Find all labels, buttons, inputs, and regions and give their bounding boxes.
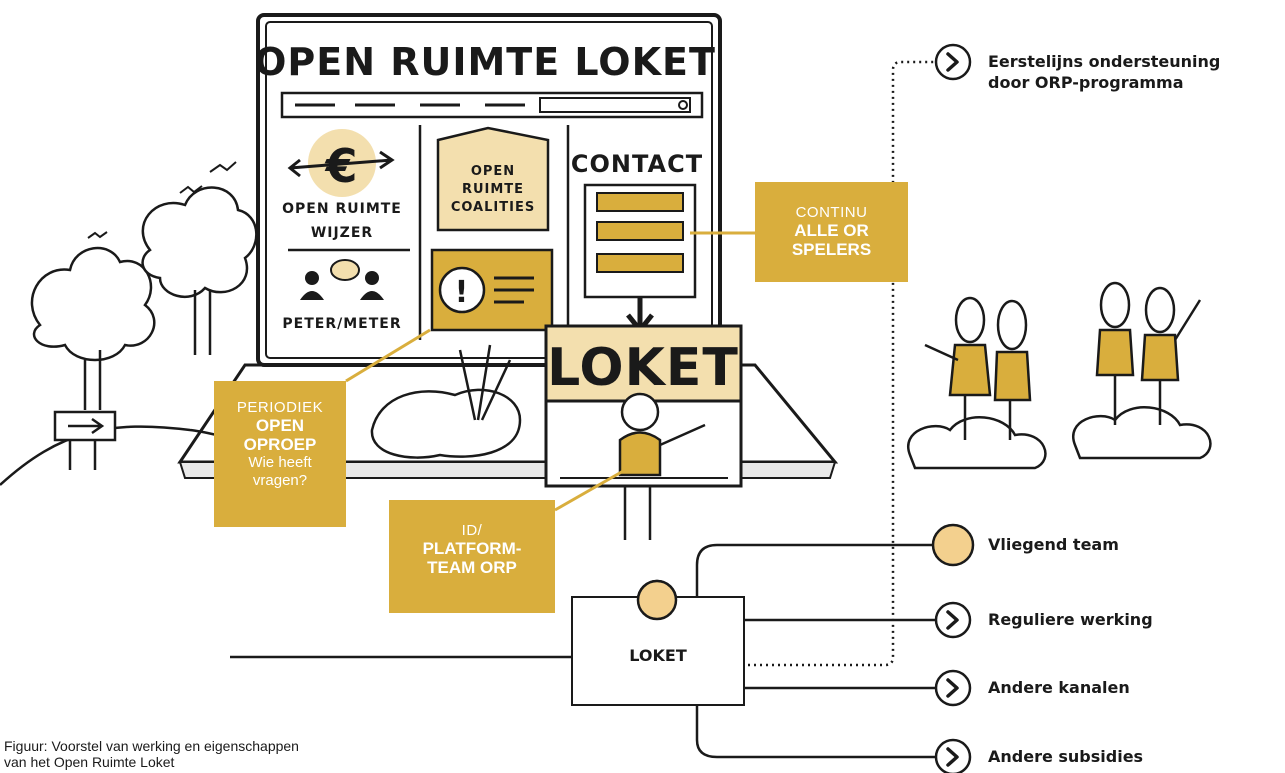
map-blob — [370, 388, 522, 459]
callout-periodiek-bold2: OPROEP — [243, 435, 317, 454]
periodiek-connector — [345, 328, 431, 383]
chevron-circle-icon — [934, 601, 972, 639]
output-reguliere-werking: Reguliere werking — [988, 610, 1153, 629]
loket-sign: LOKET — [547, 338, 739, 398]
callout-id-light: ID/ — [461, 522, 483, 539]
pins — [458, 344, 512, 421]
site-title: OPEN RUIMTE LOKET — [254, 40, 716, 84]
panel-peter-label: PETER/METER — [282, 316, 401, 332]
svg-text:€: € — [324, 139, 358, 193]
callout-id-bold2: TEAM ORP — [427, 558, 517, 577]
output-andere-kanalen: Andere kanalen — [988, 678, 1130, 697]
output-vliegend-team: Vliegend team — [988, 535, 1119, 554]
person-body — [618, 431, 662, 477]
loket-booth: LOKET — [544, 324, 743, 540]
trees — [30, 186, 258, 410]
figure-caption: Figuur: Voorstel van werking en eigensch… — [4, 738, 299, 770]
coalities-label: OPEN — [471, 164, 515, 179]
callout-id-bold1: PLATFORM- — [422, 539, 522, 558]
book-icon — [436, 126, 550, 232]
callout-continu: CONTINU ALLE OR SPELERS — [755, 182, 908, 282]
panel-wijzer-label-2: WIJZER — [311, 225, 373, 241]
gold-dot-icon — [931, 523, 975, 567]
callout-periodiek-small2: vragen? — [252, 472, 308, 489]
panel-contact-label: CONTACT — [571, 150, 703, 178]
callout-periodiek: PERIODIEK OPEN OPROEP Wie heeft vragen? — [214, 381, 346, 527]
output-eerstelijns-line2: door ORP-programma — [988, 73, 1184, 92]
caption-line1: Figuur: Voorstel van werking en eigensch… — [4, 738, 299, 754]
output-eerstelijns-line1: Eerstelijns ondersteuning — [988, 52, 1221, 71]
callout-continu-bold2: SPELERS — [791, 240, 872, 259]
people-icon — [300, 259, 384, 300]
people-group-right — [1072, 281, 1212, 460]
callout-continu-light: CONTINU — [795, 204, 868, 221]
chevron-circle-icon — [934, 738, 972, 773]
signpost — [53, 410, 117, 470]
callout-periodiek-light: PERIODIEK — [236, 399, 324, 416]
loket-label: LOKET — [629, 646, 687, 665]
website-mockup: OPEN RUIMTE LOKET € OPEN RUIMTE WIJZER P… — [254, 13, 722, 367]
id-connector — [554, 468, 626, 512]
callout-id: ID/ PLATFORM- TEAM ORP — [389, 500, 555, 613]
dotted-line — [748, 60, 936, 667]
bird — [179, 185, 203, 194]
svg-text:!: ! — [455, 275, 470, 310]
chevron-circle-icon — [934, 669, 972, 707]
bird — [209, 161, 237, 173]
loket-box: LOKET — [571, 596, 745, 706]
panel-wijzer-label: OPEN RUIMTE — [282, 201, 402, 217]
people-group-left — [907, 296, 1047, 470]
coalities-label-3: COALITIES — [451, 200, 535, 215]
output-andere-subsidies: Andere subsidies — [988, 747, 1144, 766]
callout-continu-bold1: ALLE OR — [794, 221, 869, 240]
chevron-circle-icon — [934, 43, 972, 81]
callout-periodiek-small1: Wie heeft — [248, 454, 312, 471]
person-head — [620, 392, 660, 432]
caption-line2: van het Open Ruimte Loket — [4, 754, 175, 770]
flow-lines — [230, 543, 936, 759]
bird — [87, 231, 108, 239]
coalities-label-2: RUIMTE — [462, 182, 524, 197]
output-eerstelijns: Eerstelijns ondersteuning door ORP-progr… — [988, 51, 1220, 93]
callout-periodiek-bold1: OPEN — [255, 416, 305, 435]
